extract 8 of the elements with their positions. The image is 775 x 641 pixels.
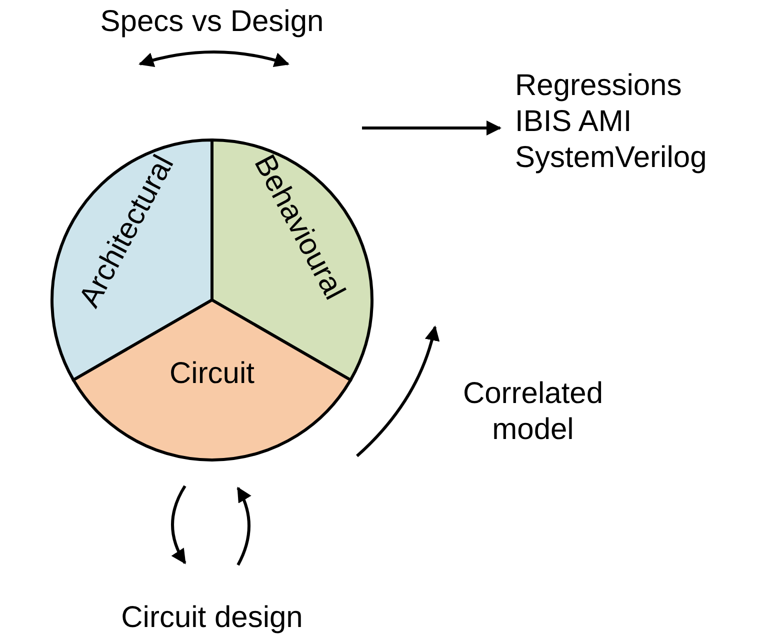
annotation-text: Circuit design [121, 600, 303, 636]
list-item: Regressions [515, 68, 683, 104]
sector-label: Circuit [170, 356, 254, 390]
annotation-text: Specs vs Design [100, 4, 324, 40]
arrow [362, 120, 502, 136]
list-item: IBIS AMI [515, 104, 633, 140]
list-item: SystemVerilog [515, 140, 707, 176]
annotation-text: Correlated model [462, 376, 604, 448]
